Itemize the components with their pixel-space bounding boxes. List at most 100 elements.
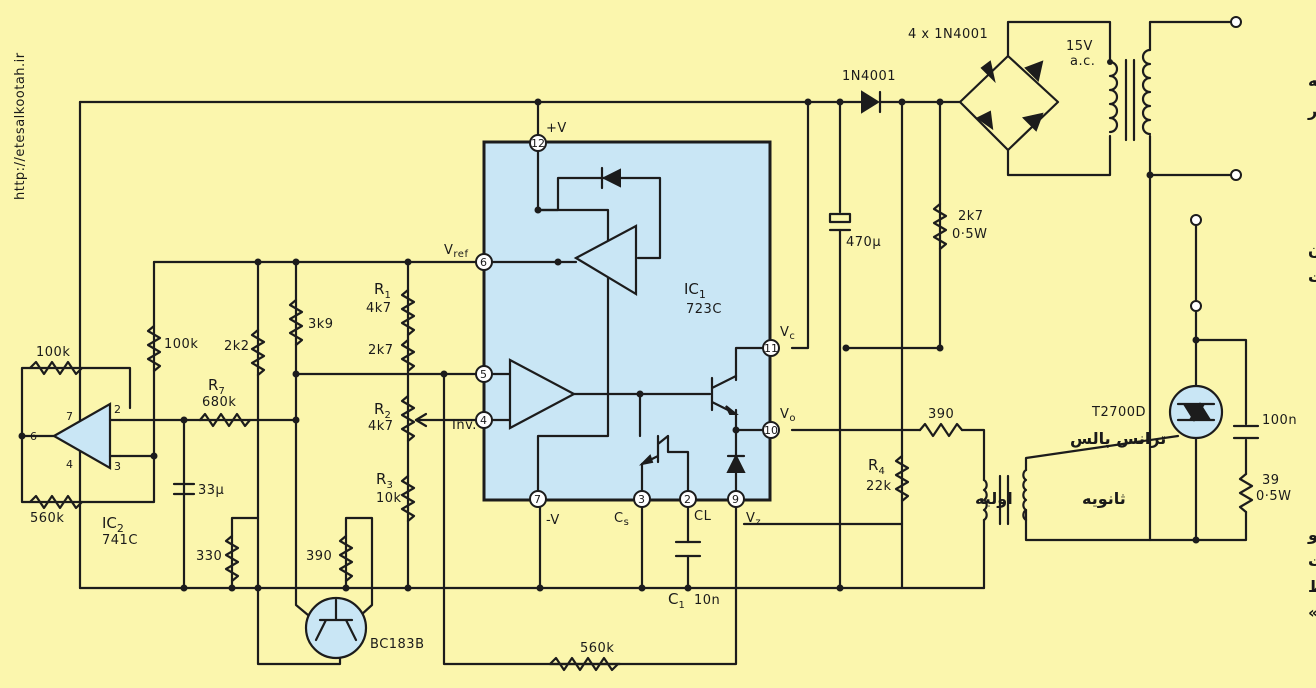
ic2-pin7: 7 [66,410,73,423]
label-2k7-pwr-w: 0·5W [952,227,988,242]
ic1-vz-label: Vz [746,511,761,528]
label-470u: 470µ [846,235,881,250]
label-560k-fb: 560k [30,511,64,526]
ic1-vo-label: Vo [780,407,796,424]
label-33u: 33µ [198,483,224,498]
transformer-15v [1108,48,1152,142]
diode-1n4001 [861,90,882,114]
label-primary: اولیه [975,489,1013,508]
label-c1-val: 10n [694,593,720,608]
label-39: 39 [1262,473,1280,488]
label-heater-1: به المنت گرمکن [1308,239,1316,258]
label-560k-bot: 560k [580,641,614,656]
label-r1: R1 [374,280,391,301]
label-mains-2: برق شهر [1307,101,1316,120]
ic2-name: IC2 [102,514,124,535]
svg-text:10: 10 [764,424,778,437]
label-r3: R3 [376,470,393,491]
ic1-inv-label: Inv. [452,418,477,433]
svg-text:12: 12 [531,137,545,150]
label-r3-val: 10k [376,491,402,506]
label-390-tr: 390 [306,549,332,564]
capacitor-c1 [674,540,702,558]
svg-text:6: 6 [480,256,487,269]
resistor-100k-feedback [28,360,84,376]
label-100n: 100n [1262,413,1297,428]
pulse-transformer [982,468,1028,526]
ic1-cs-label: Cs [614,511,629,528]
label-r2-val: 4k7 [368,419,394,434]
label-2k7-pwr: 2k7 [958,209,984,224]
label-r1-val: 4k7 [366,301,392,316]
resistor-560k-feedback [28,494,84,510]
label-snubber-4: «اسنابر» [1308,603,1316,622]
ic1-zener-vz-icon [726,453,746,473]
website-watermark: http://etesalkootah.ir [13,52,28,200]
svg-text:9: 9 [732,493,739,506]
label-snubber-1: خازن و [1307,525,1316,544]
resistor-39-snubber [1238,472,1254,514]
label-pulse-transformer: ترانس پالس [1070,429,1166,449]
ic1-part: 723C [686,302,722,317]
resistor-2k7-divider [400,338,416,373]
capacitor-100n [1232,424,1260,440]
resistor-390-transistor [338,534,354,583]
resistor-r4 [894,454,910,503]
ic1-package [482,140,772,502]
label-r7: R7 [208,376,225,397]
ic2-pin3: 3 [114,460,121,473]
ic1-limit-transistor-icon [638,434,670,466]
ic1-cl-label: CL [694,509,712,524]
capacitor-33u [172,482,196,496]
label-r4: R4 [868,456,885,477]
label-15v: 15V [1066,39,1093,54]
resistor-330 [224,534,240,583]
label-heater-2: تا یک کیلووات [1308,267,1316,286]
label-39-w: 0·5W [1256,489,1292,504]
bridge-rectifier [976,60,1044,132]
ic1-pins [475,134,780,508]
resistor-560k-bottom [548,656,620,672]
terminals [1190,16,1242,312]
ic1-vref-label: Vref [444,243,468,260]
svg-text:3: 3 [638,493,645,506]
label-330: 330 [196,549,222,564]
resistor-r3 [400,474,416,523]
label-2k2: 2k2 [224,339,250,354]
ic1-pass-transistor-icon [710,374,739,416]
svg-text:4: 4 [480,414,487,427]
bc183b-transistor [304,596,368,660]
resistor-r7 [198,412,252,428]
ic1-reference-amp [573,224,638,296]
label-680k: 680k [202,395,236,410]
label-r2: R2 [374,400,391,421]
ic2-opamp [51,402,112,470]
label-1n4001: 1N4001 [842,69,896,84]
junction-dots [18,59,1200,592]
label-100k-fb: 100k [36,345,70,360]
resistor-r1 [400,288,416,337]
ic2-part: 741C [102,533,138,548]
label-snubber-3: محافظ [1308,577,1316,596]
resistor-2k7-power [932,202,948,251]
potentiometer-r2 [400,394,428,443]
ic2-pin6: 6 [30,430,37,443]
label-2k7-div: 2k7 [368,343,394,358]
label-3k9: 3k9 [308,317,334,332]
svg-text:11: 11 [764,342,778,355]
ic1-name: IC1 [684,280,706,301]
ic2-pin2: 2 [114,403,121,416]
label-bc183b: BC183B [370,637,425,652]
label-390-out: 390 [928,407,954,422]
svg-text:7: 7 [534,493,541,506]
label-snubber-2: مقاومت [1308,551,1316,570]
ic1-vc-label: Vc [780,325,795,342]
svg-text:5: 5 [480,368,487,381]
label-r4-val: 22k [866,479,892,494]
resistor-3k9 [288,298,304,347]
label-mains-1: به شبکه [1308,71,1316,90]
ic1-plus-v-label: +V [546,121,567,136]
ic1-zener-top-icon [600,166,621,190]
